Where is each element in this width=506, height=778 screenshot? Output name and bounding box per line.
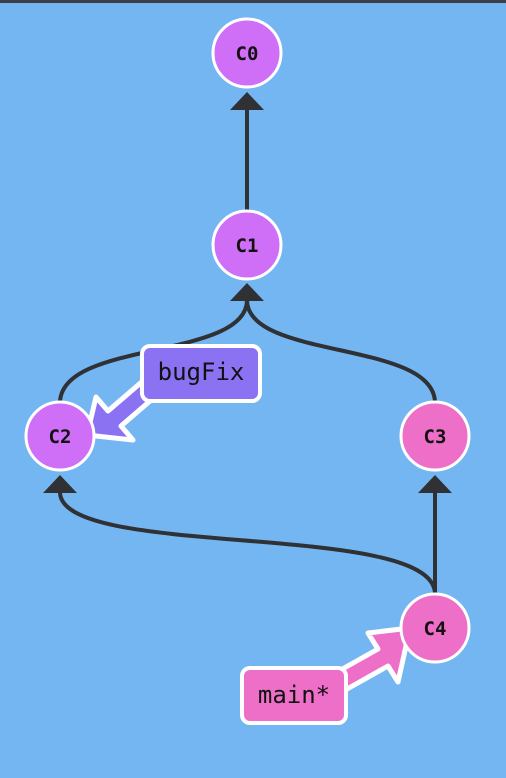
arrowheads (43, 92, 452, 493)
bugfix-label: bugFix (158, 358, 245, 386)
commit-node-c1 (211, 209, 283, 281)
commit-node-c3 (399, 400, 471, 472)
arrowhead-c3 (418, 475, 452, 493)
commit-label-c3: C3 (424, 426, 447, 448)
edge-c3-c1 (245, 299, 437, 404)
commit-label-c0: C0 (236, 43, 259, 65)
commit-c0[interactable]: C0 (211, 17, 283, 89)
commit-label-c4: C4 (424, 618, 447, 640)
arrowhead-c0 (230, 92, 264, 110)
bugfix-label-box (140, 344, 262, 403)
commit-node-c0 (211, 17, 283, 89)
commit-c1[interactable]: C1 (211, 209, 283, 281)
commit-c4[interactable]: C4 (399, 592, 471, 664)
main-label: main* (258, 681, 330, 709)
commit-label-c2: C2 (49, 426, 72, 448)
commit-node-c2 (24, 400, 96, 472)
main-label-box (240, 666, 348, 725)
commit-label-c1: C1 (236, 235, 259, 257)
commit-c2[interactable]: C2 (24, 400, 96, 472)
edge-c4-c2 (58, 491, 437, 595)
commit-c3[interactable]: C3 (399, 400, 471, 472)
branch-bugfix[interactable]: bugFix (84, 344, 262, 443)
top-border (0, 0, 506, 3)
arrowhead-c2 (43, 475, 77, 493)
arrowhead-c1 (230, 283, 264, 301)
branch-main[interactable]: main* (240, 625, 413, 725)
commit-node-c4 (399, 592, 471, 664)
